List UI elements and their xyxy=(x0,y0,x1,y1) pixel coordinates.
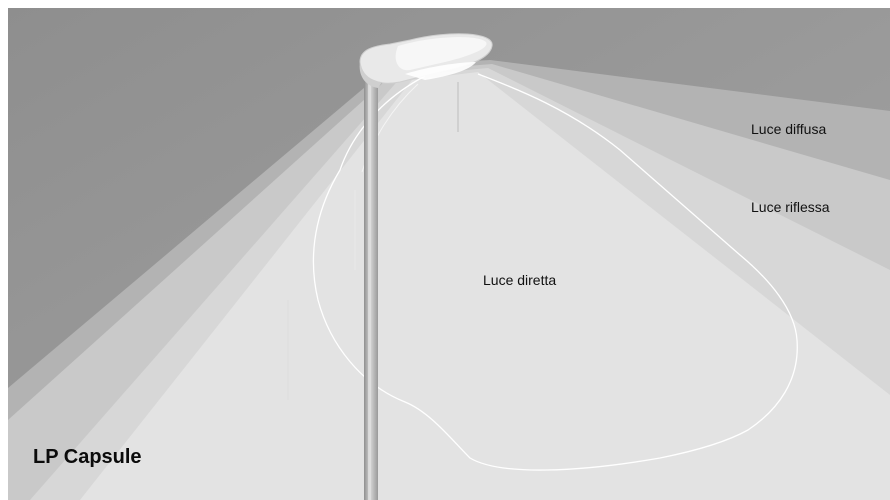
top-edge xyxy=(0,0,890,8)
direct-light-zone xyxy=(80,72,890,500)
left-edge xyxy=(0,0,8,500)
street-lamp-head-icon xyxy=(359,33,493,88)
photometric-curve xyxy=(312,73,798,471)
diffuse-light-label: Luce diffusa xyxy=(751,121,827,137)
direct-light-label: Luce diretta xyxy=(483,272,557,288)
reflected-light-label: Luce riflessa xyxy=(751,199,830,215)
lamp-pole-highlight xyxy=(368,80,371,500)
product-name: LP Capsule xyxy=(33,446,142,468)
